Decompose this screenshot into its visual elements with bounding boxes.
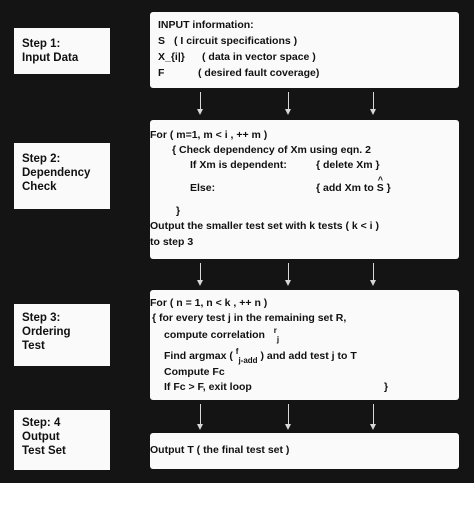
- dep-line-4b: { add Xm to S }: [316, 173, 391, 195]
- arrow-3-left: [197, 404, 203, 430]
- ord-line-6b: }: [384, 381, 389, 393]
- ordering-box: For ( n = 1, n < k , ++ n ) { for every …: [150, 290, 459, 400]
- step3-title: Step 3:: [22, 312, 61, 324]
- ord-f-subscript: j-add: [238, 356, 258, 365]
- step3-desc-1: Ordering: [22, 326, 71, 338]
- step3-label: Step 3: Ordering Test: [14, 304, 110, 366]
- arrow-3-right: [370, 404, 376, 430]
- arrow-2-right: [370, 263, 376, 286]
- dep-add-text: { add Xm to: [316, 182, 374, 194]
- input-x-desc: ( data in vector space ): [202, 51, 316, 63]
- ord-line-3: compute correlation rj: [164, 326, 280, 344]
- input-s-symbol: S: [158, 35, 166, 47]
- ord-find-argmax: Find argmax (: [164, 350, 233, 362]
- step2-desc-2: Check: [22, 181, 57, 193]
- step4-label: Step: 4 Output Test Set: [14, 410, 110, 470]
- input-x-symbol: X_{i|}: [158, 51, 185, 63]
- input-box: INPUT information: S ( I circuit specifi…: [150, 12, 459, 88]
- ord-line-5: Compute Fc: [164, 366, 225, 378]
- dep-line-1: For ( m=1, m < i , ++ m ): [150, 129, 268, 141]
- dep-line-2: { Check dependency of Xm using eqn. 2: [172, 144, 371, 156]
- dependency-box: For ( m=1, m < i , ++ m ) { Check depend…: [150, 120, 459, 259]
- arrow-2-mid: [285, 263, 291, 286]
- flowchart-panel: Step 1: Input Data Step 2: Dependency Ch…: [0, 0, 474, 483]
- output-box: Output T ( the final test set ): [150, 433, 459, 469]
- step1-desc: Input Data: [22, 52, 79, 64]
- ord-line-1: For ( n = 1, n < k , ++ n ): [150, 297, 268, 309]
- dep-line-6: Output the smaller test set with k tests…: [150, 220, 380, 232]
- input-f-desc: ( desired fault coverage): [198, 67, 320, 79]
- input-f-symbol: F: [158, 67, 165, 79]
- dep-line-5: }: [176, 205, 181, 217]
- step4-title: Step: 4: [22, 417, 61, 429]
- dep-close-brace: }: [386, 182, 391, 194]
- step1-title: Step 1:: [22, 38, 61, 50]
- step3-desc-2: Test: [22, 340, 45, 352]
- ord-f-symbol: f: [235, 347, 239, 356]
- dep-line-4: Else:: [190, 182, 216, 194]
- dep-line-7: to step 3: [150, 236, 194, 248]
- dep-line-3: If Xm is dependent:: [190, 159, 287, 171]
- step1-label: Step 1: Input Data: [14, 28, 110, 74]
- arrow-1-left: [197, 92, 203, 115]
- ord-r-symbol: r: [273, 326, 277, 335]
- step4-desc-2: Test Set: [22, 445, 66, 457]
- output-line: Output T ( the final test set ): [150, 444, 290, 456]
- ord-compute-correlation: compute correlation: [164, 329, 265, 341]
- step2-title: Step 2:: [22, 153, 61, 165]
- step2-desc-1: Dependency: [22, 167, 91, 179]
- ord-add-test: ) and add test j to T: [260, 350, 357, 362]
- ord-line-6: If Fc > F, exit loop: [164, 381, 252, 393]
- arrow-1-right: [370, 92, 376, 115]
- input-s-desc: ( I circuit specifications ): [174, 35, 298, 47]
- step2-label: Step 2: Dependency Check: [14, 143, 110, 209]
- ord-r-subscript: j: [276, 335, 280, 344]
- dep-line-3b: { delete Xm }: [316, 159, 380, 171]
- input-title: INPUT information:: [158, 19, 254, 31]
- arrow-2-left: [197, 263, 203, 286]
- dep-s-hat-symbol: S: [377, 173, 384, 195]
- arrow-3-mid: [285, 404, 291, 430]
- arrow-1-mid: [285, 92, 291, 115]
- step4-desc-1: Output: [22, 431, 60, 443]
- ord-line-2: { for every test j in the remaining set …: [152, 312, 347, 324]
- ord-line-4: Find argmax ( fj-add ) and add test j to…: [164, 347, 357, 365]
